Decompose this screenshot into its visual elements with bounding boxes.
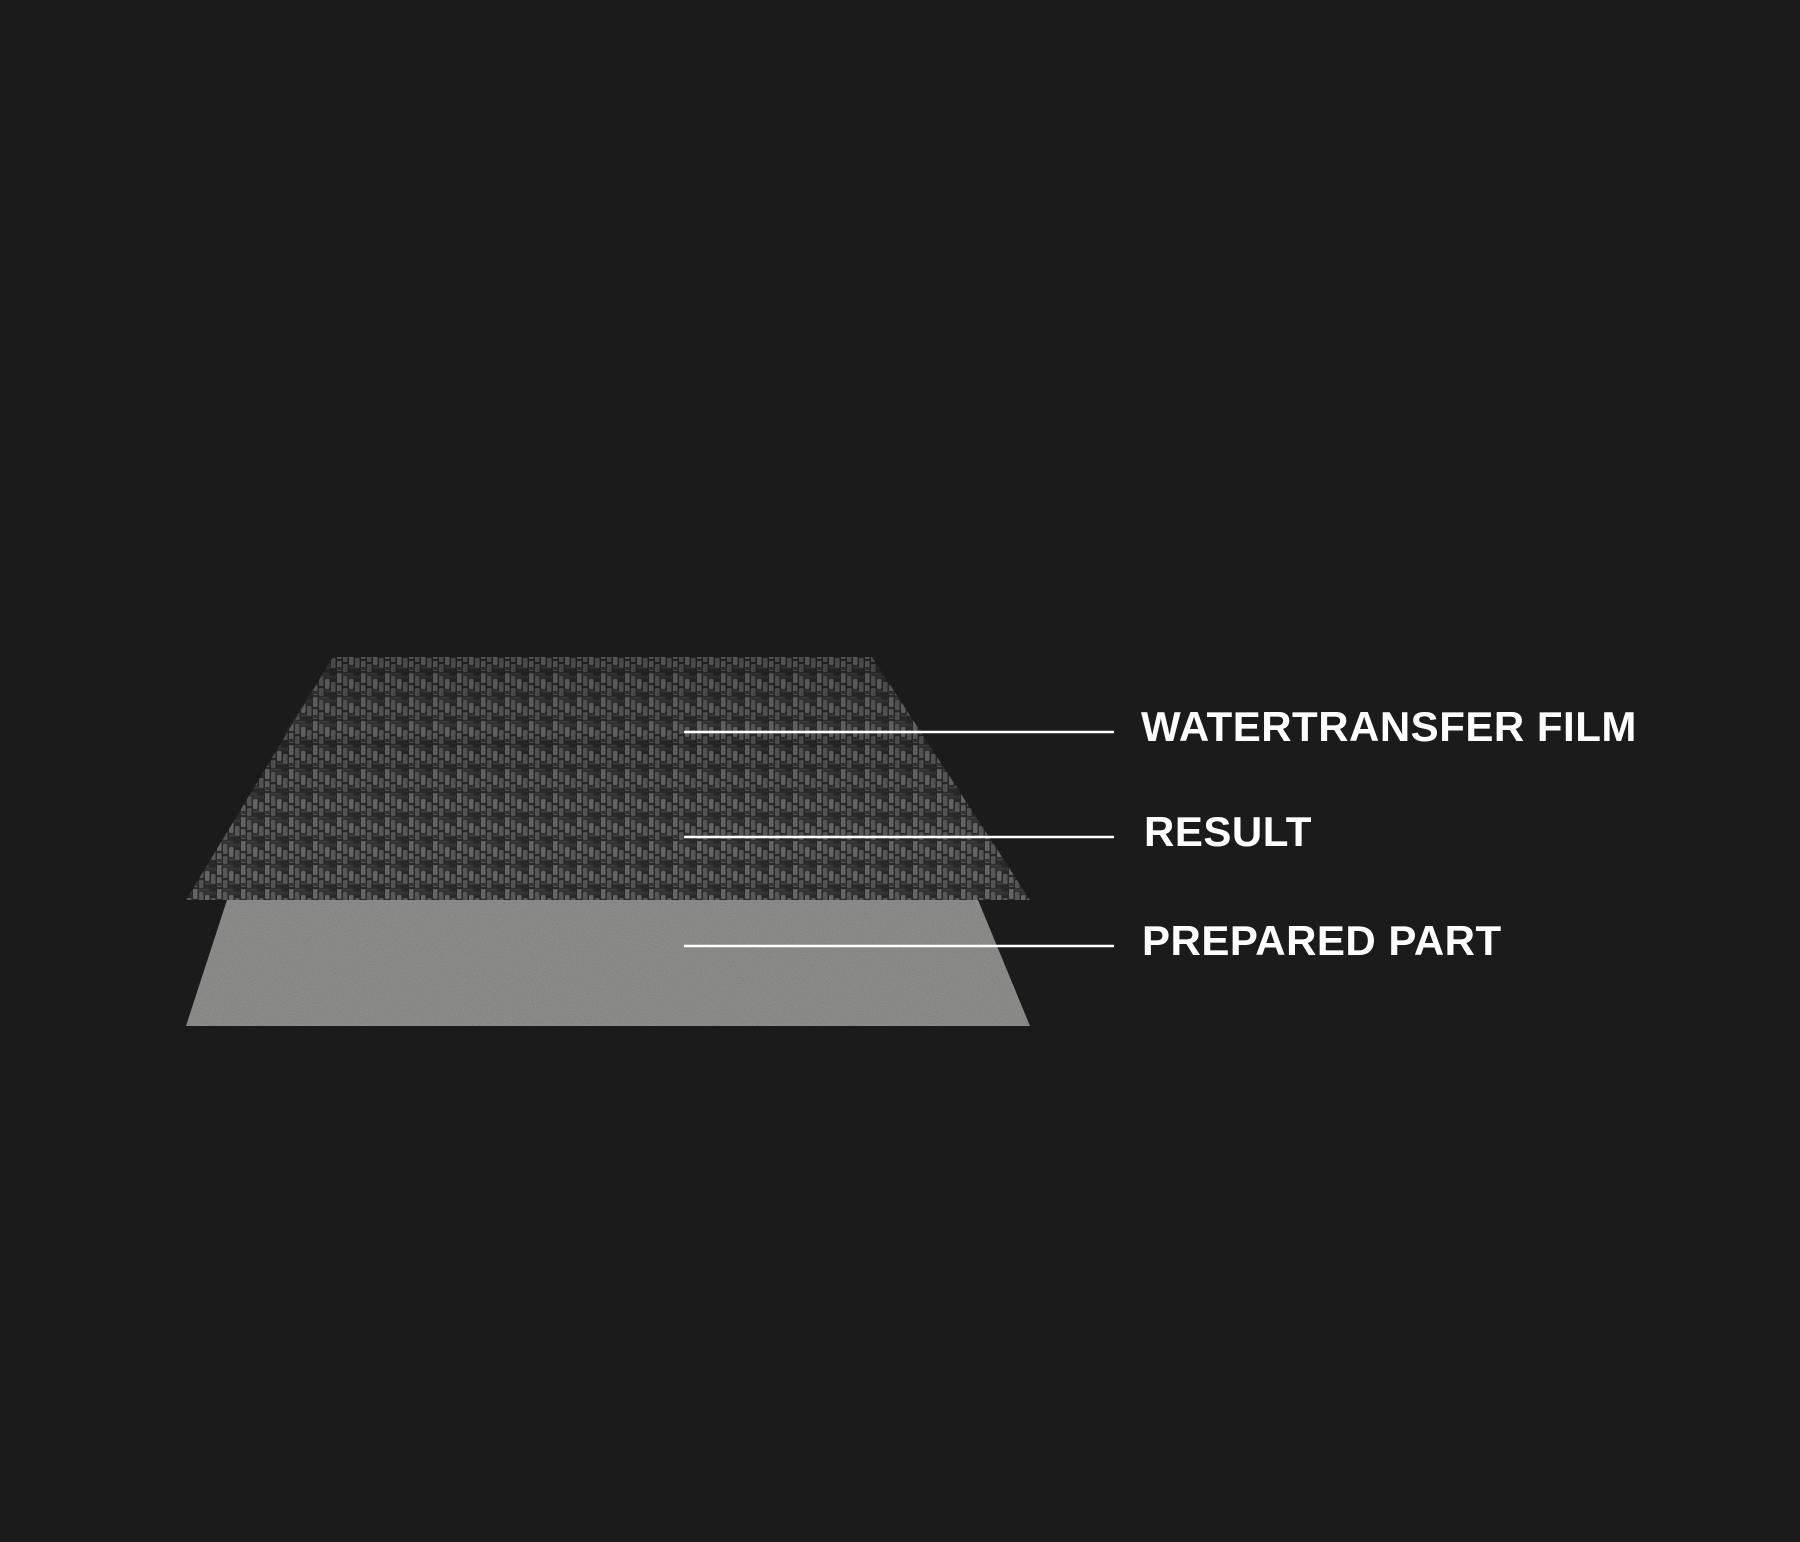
label-watertransfer-film: WATERTRANSFER FILM <box>1141 703 1637 750</box>
label-result: RESULT <box>1144 808 1312 855</box>
label-prepared-part: PREPARED PART <box>1142 917 1502 964</box>
prepared-part-layer <box>186 900 1030 1026</box>
carbon-film-layer <box>186 657 1030 900</box>
